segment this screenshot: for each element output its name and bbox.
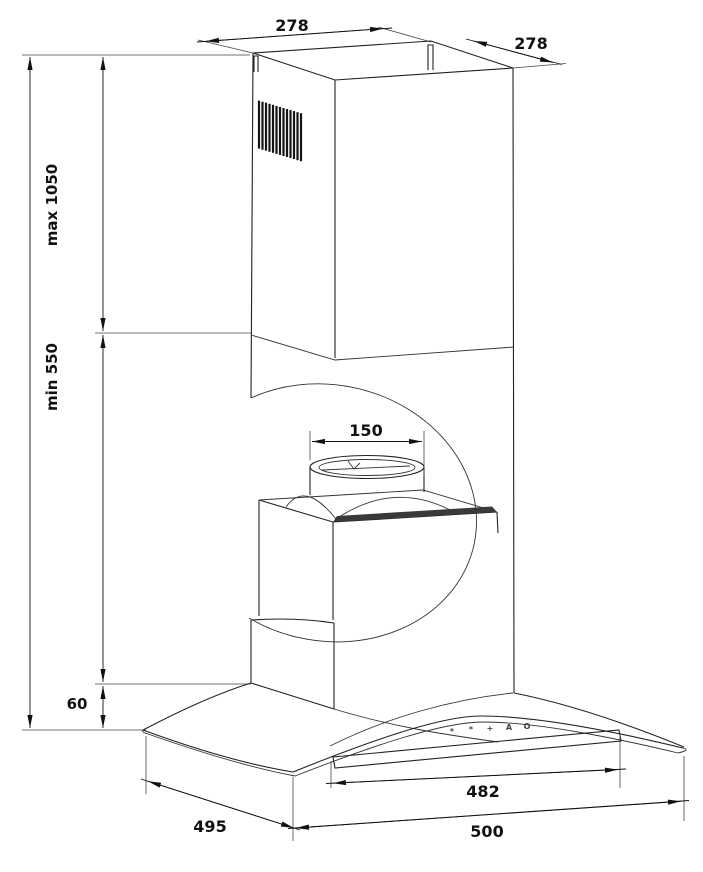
collar-bottom-edge xyxy=(250,682,335,710)
light-icon[interactable]: * xyxy=(450,727,455,736)
collar-top-edge xyxy=(250,618,335,624)
chimney-duct xyxy=(250,40,515,694)
telescopic-joint-edge xyxy=(250,334,515,361)
vent-grille xyxy=(257,100,303,162)
duct-detail-callout: 150 xyxy=(248,383,499,643)
duct-spigot-inner-rim xyxy=(318,459,416,476)
glass-right-tip xyxy=(677,747,687,754)
chimney-collar xyxy=(250,618,335,710)
top-dimensions: 278 278 xyxy=(196,16,567,69)
fan-high-icon[interactable]: A xyxy=(506,723,513,732)
duct-diameter-label: 150 xyxy=(349,421,382,440)
glass-front-edge-outer xyxy=(142,715,684,773)
power-icon[interactable]: O xyxy=(524,722,531,731)
bottom-dimensions: 495 500 482 xyxy=(140,734,690,841)
hood-width-dimension-line xyxy=(295,799,682,830)
callout-balloon xyxy=(248,383,477,643)
glass-left-tip xyxy=(142,729,149,735)
damper-flap xyxy=(321,465,411,471)
extension-line xyxy=(197,39,254,54)
chimney-top-face xyxy=(252,40,514,81)
canopy-back-edge-left xyxy=(142,682,252,731)
control-panel-width-label: 482 xyxy=(466,782,499,801)
height-min-label: min 550 xyxy=(43,343,61,411)
extension-line xyxy=(512,63,567,69)
canopy-edge-height-label: 60 xyxy=(67,695,88,713)
housing-dome-arc xyxy=(335,496,453,520)
hood-width-label: 500 xyxy=(470,822,503,841)
mounting-tab xyxy=(427,44,434,70)
top-width-dimension-line xyxy=(205,26,384,43)
control-panel-width-dimension-line xyxy=(332,767,619,786)
housing-edge-shading xyxy=(333,506,497,522)
fan-mid-icon[interactable]: + xyxy=(487,724,494,733)
height-max-label: max 1050 xyxy=(43,164,61,246)
fan-low-icon[interactable]: * xyxy=(469,725,474,734)
damper-tab xyxy=(347,460,361,470)
chimney-left-edge xyxy=(250,52,254,399)
control-panel-strip xyxy=(332,729,622,769)
motor-housing-right-edge xyxy=(496,511,499,534)
mounting-tab xyxy=(253,55,259,72)
control-panel-icons: * * + A O xyxy=(450,722,531,736)
hood-canopy: * * + A O xyxy=(142,682,687,777)
canopy-back-edge-right xyxy=(513,692,685,748)
height-dimensions: max 1050 min 550 60 xyxy=(22,54,252,731)
chimney-right-edge xyxy=(512,67,515,694)
canopy-top-edge xyxy=(333,708,499,743)
hood-depth-label: 495 xyxy=(193,817,226,836)
housing-dome-arc xyxy=(285,495,337,520)
top-depth-label: 278 xyxy=(514,34,547,53)
motor-housing-top-back-edges xyxy=(258,489,498,513)
hood-depth-dimension-line xyxy=(147,780,295,829)
body-edge-through-glass xyxy=(329,692,514,747)
extension-line xyxy=(377,26,432,43)
top-width-label: 278 xyxy=(275,16,308,35)
top-depth-dimension-line xyxy=(473,40,554,63)
